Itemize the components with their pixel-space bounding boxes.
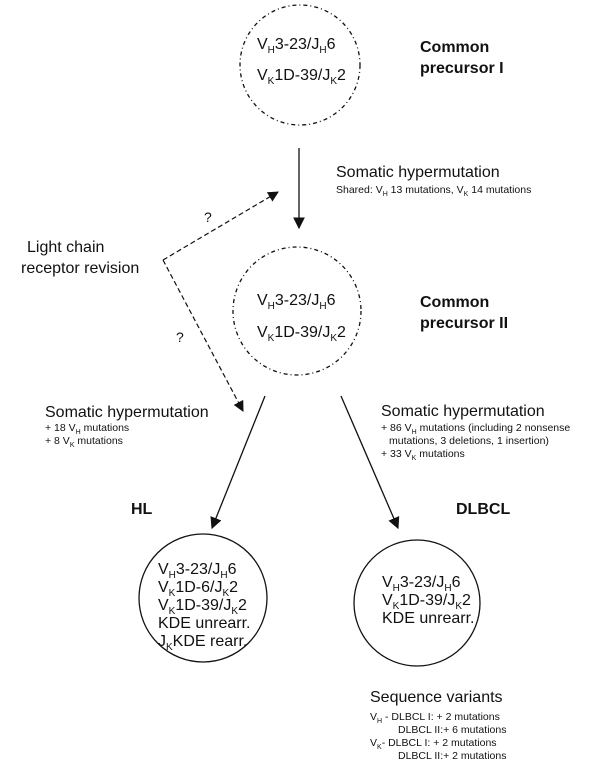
revision-line2: receptor revision xyxy=(21,260,139,277)
hl-label: HL xyxy=(131,501,153,518)
arrow-to-hl xyxy=(210,395,266,530)
precursor-1-circle xyxy=(239,4,361,126)
revision-question-down: ? xyxy=(176,329,184,345)
dlbcl-node: VH3-23/JH6 VK1D-39/JK2 KDE unrearr. xyxy=(353,539,481,667)
arrow-to-dlbcl xyxy=(340,395,400,530)
variants-vh-line2: DLBCL II:+ 6 mutations xyxy=(398,724,506,736)
hl-node: VH3-23/JH6 VK1D-6/JK2 VK1D-39/JK2 KDE un… xyxy=(138,533,268,663)
dlbcl-circle xyxy=(353,539,481,667)
shm-right-vh: + 86 VH mutations (including 2 nonsense xyxy=(381,422,570,436)
hl-jk-kde: JKKDE rearr. xyxy=(158,633,247,653)
hl-vk1: VK1D-6/JK2 xyxy=(158,579,238,599)
dlbcl-vk: VK1D-39/JK2 xyxy=(382,592,471,612)
precursor-1-vh: VH3-23/JH6 xyxy=(257,36,336,56)
precursor-1-title-line2: precursor I xyxy=(420,60,504,77)
precursor-2-vk: VK1D-39/JK2 xyxy=(257,324,346,344)
revision-line1: Light chain xyxy=(27,239,104,256)
shm-shared-detail: Shared: VH 13 mutations, VK 14 mutations xyxy=(336,184,531,198)
revision-question-up: ? xyxy=(204,209,212,225)
shm-left-vk: + 8 VK mutations xyxy=(45,435,123,449)
variants-vh-line1: VH - DLBCL I: + 2 mutations xyxy=(370,711,500,725)
shm-right-detail: mutations, 3 deletions, 1 insertion) xyxy=(389,435,549,447)
precursor-1-node: VH3-23/JH6 VK1D-39/JK2 xyxy=(239,4,361,126)
variants-title: Sequence variants xyxy=(370,689,503,706)
shm-left-title: Somatic hypermutation xyxy=(45,404,209,421)
variants-vk-line1: VK- DLBCL I: + 2 mutations xyxy=(370,737,497,751)
precursor-1-title-line1: Common xyxy=(420,39,489,56)
dlbcl-label: DLBCL xyxy=(456,501,510,518)
revision-arrow-up xyxy=(162,191,279,261)
hl-kde: KDE unrearr. xyxy=(158,615,250,632)
variants-vk-line2: DLBCL II:+ 2 mutations xyxy=(398,750,506,762)
shm-right-title: Somatic hypermutation xyxy=(381,403,545,420)
precursor-2-title-line1: Common xyxy=(420,294,489,311)
dlbcl-vh: VH3-23/JH6 xyxy=(382,574,461,594)
precursor-2-node: VH3-23/JH6 VK1D-39/JK2 xyxy=(232,246,362,376)
shm-shared-title: Somatic hypermutation xyxy=(336,164,500,181)
precursor-2-vh: VH3-23/JH6 xyxy=(257,292,336,312)
precursor-2-title-line2: precursor II xyxy=(420,315,508,332)
shm-right-vk: + 33 VK mutations xyxy=(381,448,465,462)
hl-vk2: VK1D-39/JK2 xyxy=(158,597,247,617)
shm-left-vh: + 18 VH mutations xyxy=(45,422,129,436)
hl-circle xyxy=(138,533,268,663)
revision-arrow-down xyxy=(162,259,244,412)
precursor-1-vk: VK1D-39/JK2 xyxy=(257,67,346,87)
hl-vh: VH3-23/JH6 xyxy=(158,561,237,581)
precursor-2-circle xyxy=(232,246,362,376)
dlbcl-kde: KDE unrearr. xyxy=(382,610,474,627)
